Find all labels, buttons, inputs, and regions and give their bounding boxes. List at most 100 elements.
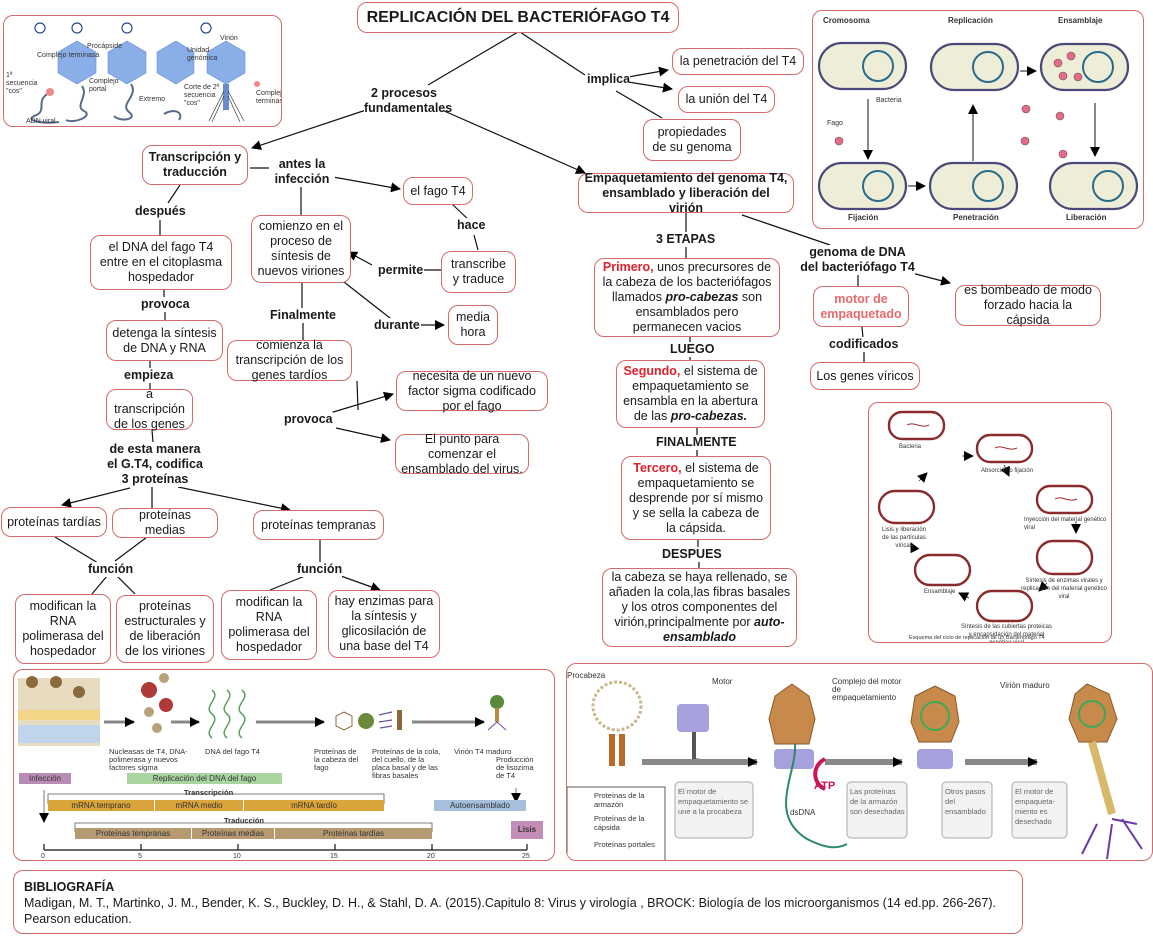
node-text: la unión del T4 [685,92,768,106]
figure-lytic-cycle: Bacteria Absorción o fijación Inyección … [868,402,1112,643]
node-empaquetamiento: Empaquetamiento del genoma T4, ensamblad… [578,171,794,215]
time-axis [43,844,528,851]
phase-infeccion: Infección [19,773,71,784]
fig-label: dsDNA [790,808,816,817]
node-comienza-transcripcion: comienza la transcripción de los genes t… [227,338,352,382]
node-modifican-2: modifican la RNA polimerasa del hospedad… [221,590,317,660]
link-label-luego: LUEGO [670,342,715,357]
phase-autoensamblado: Autoensamblado [434,800,526,811]
node-fago-t4: el fago T4 [403,177,473,205]
step-number-4 [200,22,212,34]
atp-label: ATP [814,780,836,792]
step-caption: El motor de empaquetamiento se une a la … [678,787,749,816]
node-text: necesita de un nuevo factor sigma codifi… [408,368,536,413]
bar-mrna-temprano: mRNA temprano [48,800,154,811]
node-media-hora: media hora [448,305,498,345]
link-label-antes: antes la infección [269,157,335,187]
step-text: el sistema de empaquetamiento se ensambl… [623,364,758,423]
node-text: El punto para comenzar el ensamblado del… [401,431,523,476]
node-tercero: Tercero, el sistema de empaquetamiento s… [621,456,771,540]
link-label-finalmente: Finalmente [270,308,336,323]
fig-label: Virión [220,35,238,42]
link-label-funcion-2: función [297,562,343,577]
link-label-provoca-2: provoca [284,412,333,427]
terminase-complex [46,88,54,96]
axis-tick: 15 [330,853,338,860]
axis-tick: 20 [427,853,435,860]
link-label-hace: hace [457,218,486,233]
node-punto: El punto para comenzar el ensamblado del… [395,431,529,476]
node-propiedades: propiedades de su genoma [643,119,741,161]
node-segundo: Segundo, el sistema de empaquetamiento s… [616,360,765,428]
step-number-2 [71,22,83,34]
node-genes-viricos: Los genes víricos [810,362,920,390]
node-text: Los genes víricos [816,368,914,383]
link-label-finalmente-caps: FINALMENTE [656,435,737,450]
traduccion-title: Traducción [224,816,265,825]
axis-tick: 5 [138,853,142,860]
legend-item: Proteínas de la armazón [594,791,645,809]
step-text: la cabeza se haya rellenado, se añaden l… [608,570,791,629]
figure-dna-packaging: Complejo terminasa 1ª secuencia "cos" AD… [3,15,282,127]
node-proteinas-medias: proteínas medias [112,508,218,538]
node-text: la penetración del T4 [679,54,797,68]
fig-label: Cromosoma [823,16,870,25]
link-label-funcion: función [88,562,134,577]
node-text: Segundo, el sistema de empaquetamiento s… [622,364,759,424]
link-label-provoca: provoca [141,297,190,312]
axis-tick: 25 [522,853,530,860]
node-primero: Primero, unos precursores de la cabeza d… [594,258,780,337]
infection-cycle-illustration [817,41,1139,211]
link-label-two-processes: 2 procesos fundamentales [364,86,453,116]
fig-label: Bacteria [876,97,902,104]
bar-proteinas-tardias: Proteínas tardías [275,828,432,839]
node-text: la cabeza se haya rellenado, se añaden l… [608,570,791,645]
step-number-1 [34,22,46,34]
procapsid-shape [57,40,97,85]
step-text: son ensamblados pero permanecen vacios [632,290,763,334]
node-text: Primero, unos precursores de la cabeza d… [600,260,774,335]
fig-label: Síntesis de enzimas virales y replicació… [1021,578,1107,600]
node-text: comienzo en el proceso de síntesis de nu… [257,219,345,278]
fig-label: Corte de 2ª secuencia "cos" [184,84,220,107]
link-label-durante: durante [374,318,420,333]
step-text: unos precursores de la cabeza de los bac… [602,260,772,304]
node-union: la unión del T4 [678,86,775,113]
node-proteinas-tempranas: proteínas tempranas [253,510,384,540]
node-detenga: detenga la síntesis de DNA y RNA [106,320,223,361]
node-dna-entre: el DNA del fago T4 entre en el citoplasm… [90,235,232,290]
bar-proteinas-tempranas: Proteínas tempranas [75,828,191,839]
fig-label: Extremo [139,96,166,103]
node-penetracion: la penetración del T4 [672,48,804,75]
node-comienzo: comienzo en el proceso de síntesis de nu… [251,215,351,283]
fig-label: Fago [827,120,843,127]
step-caption: El motor de empaqueta-miento es desechad… [1015,787,1056,826]
bar-mrna-tardio: mRNA tardío [244,800,384,811]
bar-mrna-medio: mRNA medio [155,800,243,811]
node-text: media hora [455,310,491,339]
step-lead: Segundo, [623,364,681,378]
node-enzimas: hay enzimas para la síntesis y glicosila… [328,590,440,658]
node-text: transcribe y traduce [451,257,506,286]
node-transcribe: transcribe y traduce [441,251,516,293]
link-label-codificados: codificados [829,337,899,352]
link-label-genoma: genoma de DNA del bacteriófago T4 [800,245,915,275]
node-a-transcripcion: a transcripción de los genes [106,387,193,431]
fig-caption: Esquema del ciclo de replicación de un B… [909,635,1045,641]
node-text: detenga la síntesis de DNA y RNA [112,325,217,355]
fig-label: Ensamblaje [924,589,956,595]
node-text: hay enzimas para la síntesis y glicosila… [334,594,434,653]
axis-tick: 0 [41,853,45,860]
fig-caption: Virión T4 maduro [454,747,512,756]
node-text: modifican la RNA polimerasa del hospedad… [22,599,104,658]
fig-label: Complejo terminasa [37,52,100,59]
fig-caption: DNA del fago T4 [205,747,260,756]
fig-label: Complejo portal [89,78,119,93]
terminase-complex-released [254,81,260,87]
node-text: proteínas estructurales y de liberación … [124,599,206,658]
bar-proteinas-medias: Proteínas medias [192,828,274,839]
node-modifican: modifican la RNA polimerasa del hospedad… [15,594,111,664]
node-text: Tercero, el sistema de empaquetamiento s… [627,461,765,536]
step-number-3 [121,22,133,34]
timeline-illustration [18,673,528,851]
